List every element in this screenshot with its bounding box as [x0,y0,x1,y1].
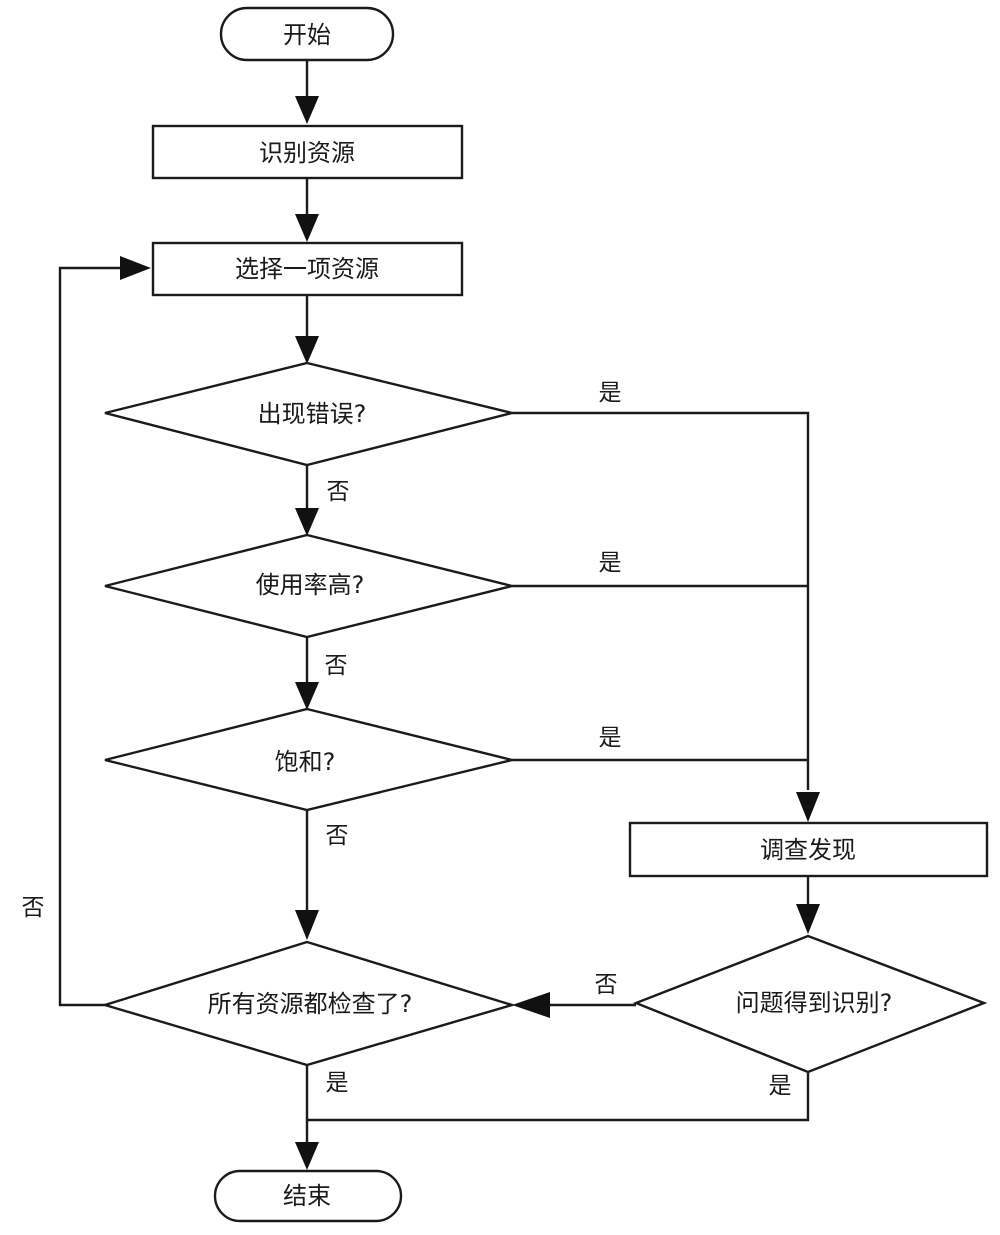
identify-resources-label: 识别资源 [259,139,355,167]
saturation-yes-label: 是 [599,725,622,751]
saturation-check-label: 饱和? [275,748,336,776]
arrowhead-loop-to-select [120,256,151,280]
error-check-label: 出现错误? [258,400,367,428]
arrowhead-to-error [295,336,319,364]
arrowhead-to-problem [796,904,820,934]
start-label: 开始 [283,21,331,49]
arrowhead-to-utilization [295,508,319,536]
process-select-resource: 选择一项资源 [151,241,464,297]
arrowhead-problem-no [512,992,550,1018]
connectors [58,60,810,1146]
process-identify-resources: 识别资源 [151,124,464,180]
error-no-label: 否 [327,479,350,505]
utilization-no-label: 否 [325,653,348,679]
process-investigate: 调查发现 [628,821,989,878]
edge-error-yes [512,411,810,790]
start-node: 开始 [219,6,395,62]
arrowheads [120,96,820,1170]
all-checked-label: 所有资源都检查了? [208,990,413,1018]
edge-all-checked-no-loop [58,266,126,1007]
arrowhead-to-all-checked [295,910,319,940]
arrowhead-to-select [295,214,319,242]
error-yes-label: 是 [599,380,622,406]
decision-saturation: 饱和? [104,707,513,812]
decision-all-checked: 所有资源都检查了? [100,940,517,1067]
problem-identified-label: 问题得到识别? [736,989,893,1017]
end-node: 结束 [213,1169,403,1223]
utilization-check-label: 使用率高? [256,571,365,599]
decision-problem-identified: 问题得到识别? [632,934,988,1074]
problem-no-label: 否 [595,972,618,998]
edge-labels: 是 否 是 否 是 否 否 是 是 否 [22,380,792,1099]
investigate-label: 调查发现 [760,836,856,864]
arrowhead-to-investigate [796,792,820,822]
decision-utilization: 使用率高? [104,533,513,639]
problem-yes-label: 是 [769,1073,792,1099]
end-label: 结束 [283,1182,331,1210]
arrowhead-to-end [295,1142,319,1170]
decision-error: 出现错误? [104,361,513,467]
utilization-yes-label: 是 [599,550,622,576]
select-resource-label: 选择一项资源 [235,255,379,283]
edge-problem-yes [307,1072,810,1122]
arrowhead-to-saturation [295,682,319,710]
all-checked-yes-label: 是 [326,1070,349,1096]
all-checked-no-label: 否 [22,895,45,921]
saturation-no-label: 否 [326,823,349,849]
arrowhead-to-identify [295,96,319,124]
